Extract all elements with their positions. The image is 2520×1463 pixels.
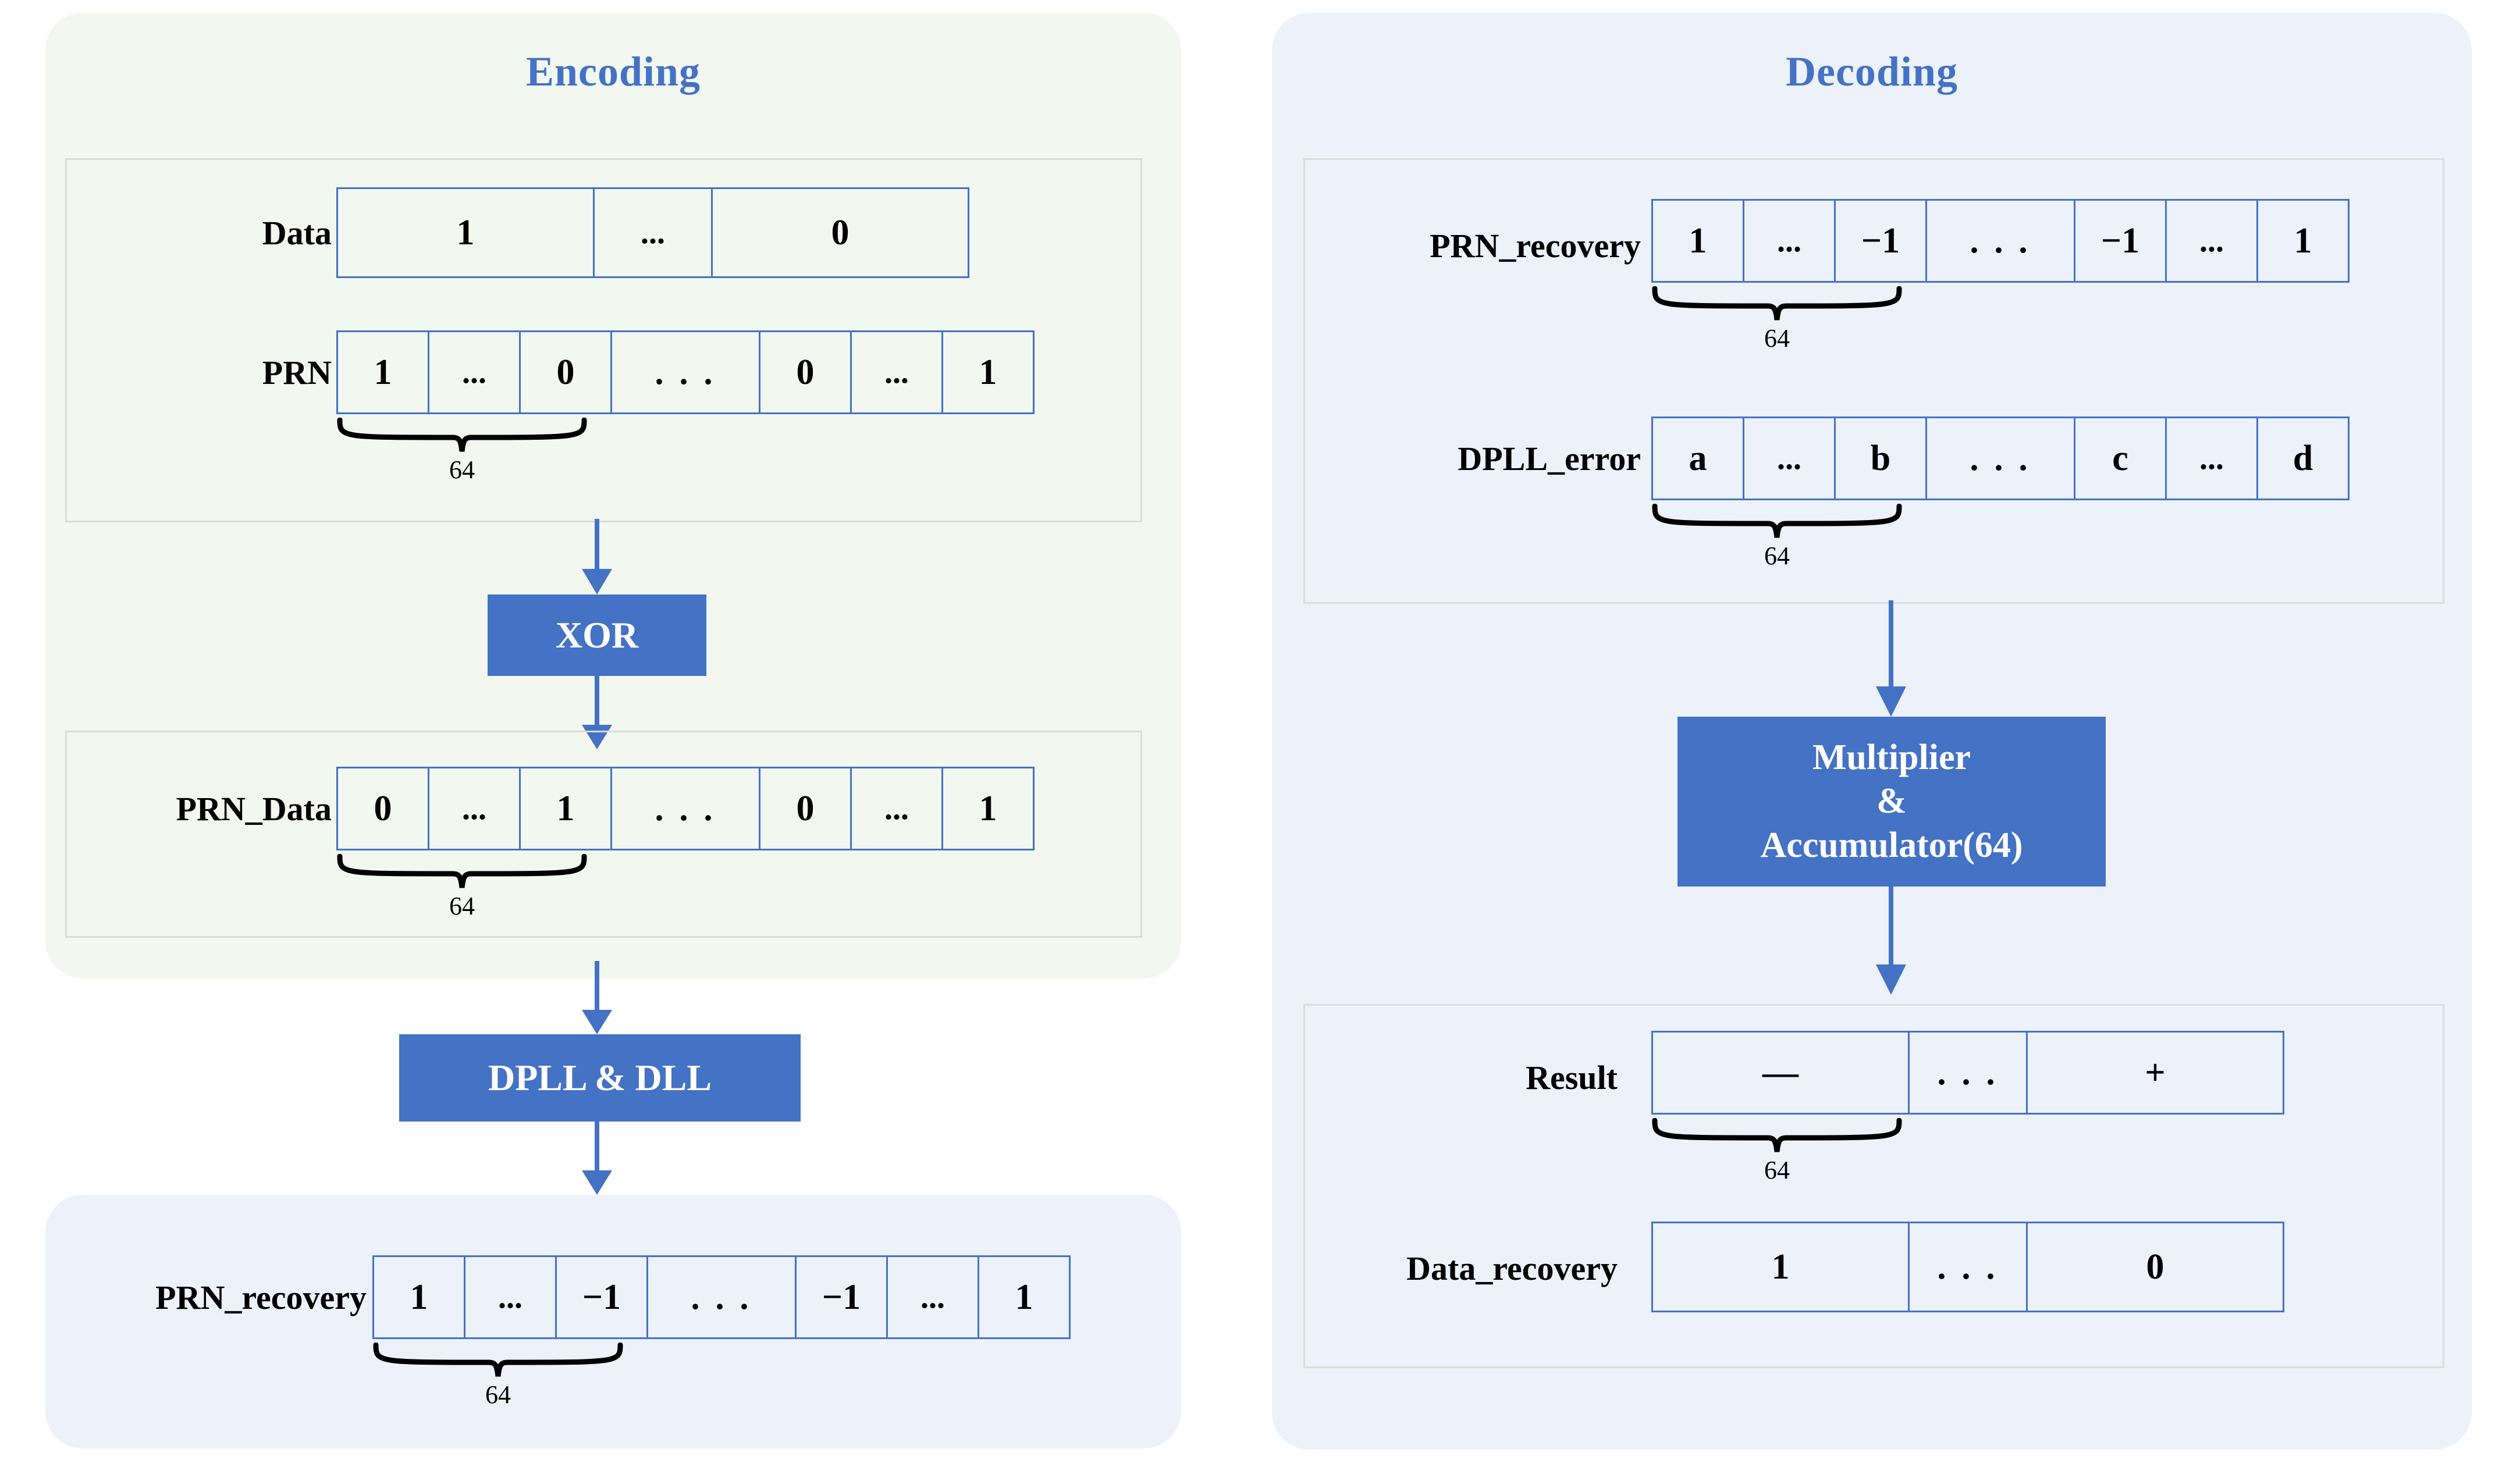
multiplier-line1: Multiplier [1812,737,1971,777]
cell: d [2256,417,2350,500]
data-recovery-row-label: Data_recovery [1406,1249,1618,1287]
arrow-to-multiplier [1874,600,1908,717]
cell: −1 [555,1255,648,1339]
encoding-input-subpanel [65,158,1142,522]
prn-data-row-label: PRN_Data [176,789,332,828]
cell: −1 [2074,199,2167,283]
dpll-error-label: DPLL_error [1458,439,1641,478]
encoding-panel [45,13,1181,978]
cell: 1 [1651,1222,1910,1312]
cell: 1 [978,1255,1071,1339]
arrow-xor-to-prndata [580,676,614,749]
dec-prn-recovery-brace-label: 64 [1764,324,1790,353]
cell: ... [850,767,943,850]
cell: 1 [941,330,1035,414]
encoding-title: Encoding [525,48,701,95]
result-row-strip: —. . .+ [1651,1031,2284,1115]
data-recovery-row-strip: 1. . .0 [1651,1222,2284,1312]
result-brace-label: 64 [1764,1156,1790,1184]
cell: c [2074,417,2167,500]
prn-data-subpanel [65,731,1142,938]
prn-recovery-panel [45,1195,1181,1448]
arrow-to-dpll-dll [580,961,614,1034]
prn-recovery-row-strip: 1...−1. . .−1...1 [372,1255,1071,1339]
prn-recovery-brace-label: 64 [485,1380,511,1409]
cell: . . . [1925,417,2075,500]
cell: 0 [519,330,612,414]
cell: 1 [336,330,429,414]
dpll-dll-block-label: DPLL & DLL [488,1056,712,1098]
cell: . . . [610,330,760,414]
cell: ... [593,187,713,278]
cell: 0 [759,767,852,850]
cell: ... [1743,199,1836,283]
dec-prn-recovery-strip: 1...−1. . .−1...1 [1651,199,2350,283]
multiplier-accumulator-block[interactable]: Multiplier & Accumulator(64) [1677,717,2106,887]
prn-recovery-brace [372,1343,624,1379]
decoding-input-subpanel [1303,158,2444,604]
cell: ... [2165,199,2258,283]
cell: 1 [519,767,612,850]
dpll-error-strip: a...b. . .c...d [1651,417,2350,500]
cell: . . . [646,1255,797,1339]
multiplier-line2: & [1876,781,1907,821]
cell: . . . [1908,1031,2028,1115]
cell: . . . [1925,199,2075,283]
cell: 1 [1651,199,1744,283]
xor-block[interactable]: XOR [488,595,706,676]
cell: ... [428,330,521,414]
cell: 0 [2026,1222,2284,1312]
result-brace [1651,1118,1903,1154]
dec-prn-recovery-brace [1651,286,1903,322]
cell: 0 [759,330,852,414]
cell: 0 [336,767,429,850]
cell: ... [886,1255,979,1339]
cell: 1 [2256,199,2350,283]
prn-data-brace [336,854,588,890]
cell: ... [850,330,943,414]
dpll-error-brace-label: 64 [1764,542,1790,570]
cell: . . . [1908,1222,2028,1312]
cell: — [1651,1031,1910,1115]
cell: 1 [372,1255,465,1339]
multiplier-line3: Accumulator(64) [1760,825,2023,865]
prn-brace-label: 64 [449,455,475,484]
decoding-title: Decoding [1786,48,1958,95]
prn-row-label: PRN [262,353,332,391]
prn-brace [336,418,588,454]
dpll-dll-block[interactable]: DPLL & DLL [399,1034,801,1122]
cell: 1 [336,187,595,278]
prn-row-strip: 1...0. . .0...1 [336,330,1035,414]
dpll-error-brace [1651,504,1903,540]
cell: 1 [941,767,1035,850]
prn-data-brace-label: 64 [449,892,475,920]
prn-data-row-strip: 0...1. . .0...1 [336,767,1035,850]
cell: −1 [1834,199,1927,283]
cell: + [2026,1031,2284,1115]
cell: ... [428,767,521,850]
arrow-multiplier-to-result [1874,887,1908,995]
decoding-output-subpanel [1303,1004,2444,1368]
data-row-label: Data [262,213,332,252]
cell: ... [464,1255,557,1339]
result-row-label: Result [1526,1058,1618,1097]
cell: ... [1743,417,1836,500]
prn-recovery-row-label: PRN_recovery [155,1278,367,1316]
arrow-to-xor [580,519,614,595]
cell: 0 [711,187,969,278]
data-row-strip: 1...0 [336,187,969,278]
arrow-dpll-to-prnrecovery [580,1122,614,1195]
dec-prn-recovery-label: PRN_recovery [1430,226,1641,265]
cell: a [1651,417,1744,500]
cell: b [1834,417,1927,500]
cell: −1 [795,1255,888,1339]
xor-block-label: XOR [555,614,639,656]
cell: ... [2165,417,2258,500]
cell: . . . [610,767,760,850]
